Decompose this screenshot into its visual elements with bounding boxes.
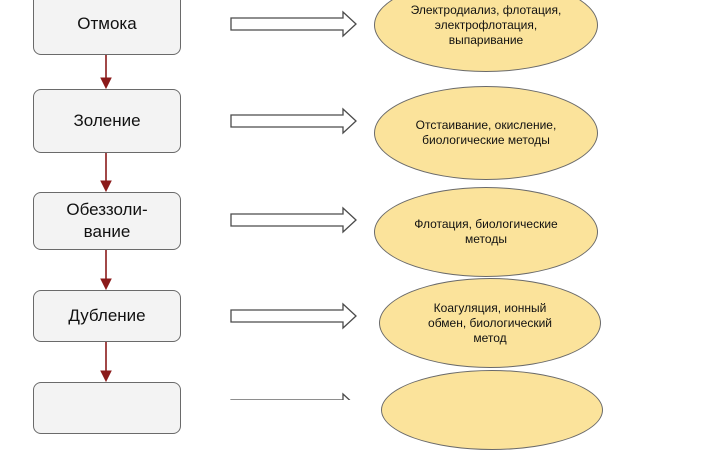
step-dublenie: Дубление [33, 290, 181, 342]
down-arrowhead-1 [100, 77, 112, 90]
step-otmoka: Отмока [33, 0, 181, 55]
methods-dublenie: Коагуляция, ионный обмен, биологический … [379, 278, 601, 368]
methods-obezzolivanie-text: Флотация, биологические методы [414, 217, 558, 246]
right-arrow-2 [230, 107, 357, 135]
methods-otmoka-text: Электродиализ, флотация, электрофлотация… [410, 2, 562, 47]
down-arrowhead-3 [100, 278, 112, 291]
down-arrows [100, 55, 112, 383]
process-flow-diagram: Отмока Золение Обеззоли- вание Дубление … [33, 0, 603, 450]
step-obezzolivanie: Обеззоли- вание [33, 192, 181, 250]
methods-dublenie-text: Коагуляция, ионный обмен, биологический … [428, 300, 552, 345]
right-arrow-5 [230, 392, 351, 400]
right-arrow-3 [230, 206, 357, 234]
right-arrow-4 [230, 302, 357, 330]
connector-layer [100, 10, 357, 400]
methods-zolenie-text: Отстаивание, окисление, биологические ме… [415, 118, 557, 147]
right-arrows [230, 10, 357, 400]
step-5 [33, 382, 181, 434]
methods-otmoka: Электродиализ, флотация, электрофлотация… [374, 0, 598, 72]
methods-obezzolivanie: Флотация, биологические методы [374, 187, 598, 277]
methods-zolenie: Отстаивание, окисление, биологические ме… [374, 86, 598, 180]
step-zolenie: Золение [33, 89, 181, 153]
down-arrowhead-4 [100, 370, 112, 383]
down-arrowhead-2 [100, 180, 112, 193]
methods-5 [381, 370, 603, 450]
right-arrow-1 [230, 10, 357, 38]
